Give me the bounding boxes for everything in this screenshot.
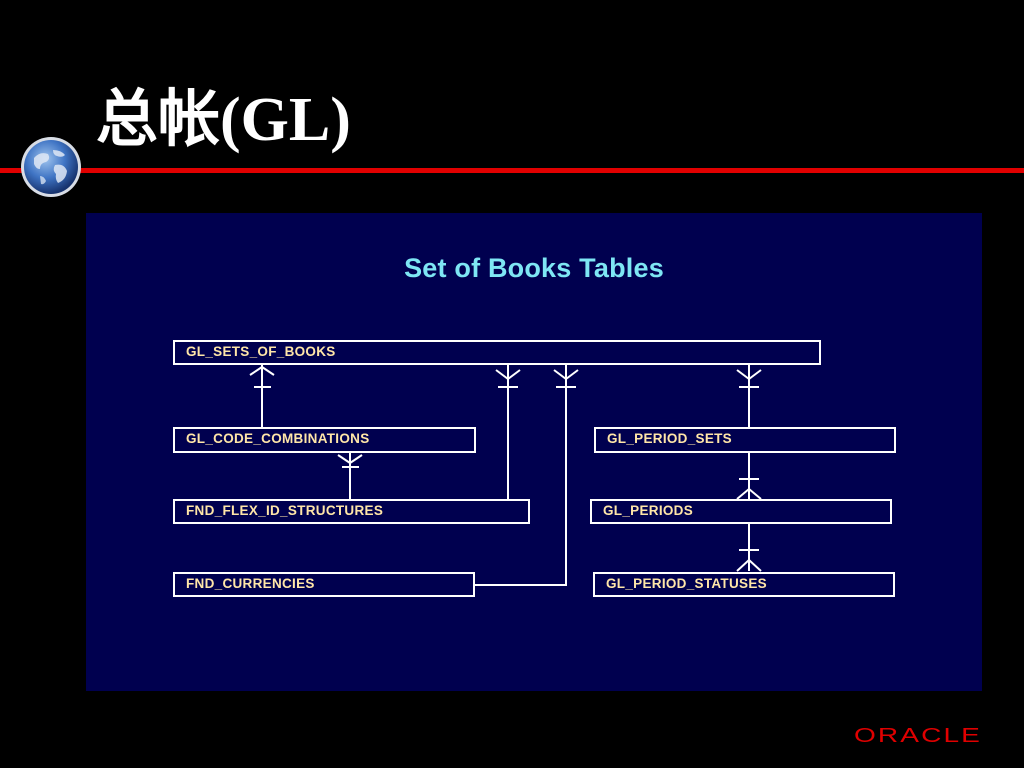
table-fnd-flex-id-structures: FND_FLEX_ID_STRUCTURES xyxy=(173,499,530,524)
table-gl-sets-of-books: GL_SETS_OF_BOOKS xyxy=(173,340,821,365)
rel-books-codecomb xyxy=(249,363,275,428)
relationship-lines xyxy=(249,363,762,586)
diagram-panel: Set of Books Tables xyxy=(86,213,982,691)
rel-periods-statuses xyxy=(736,523,762,572)
table-gl-code-combinations: GL_CODE_COMBINATIONS xyxy=(173,427,476,453)
rel-books-currencies xyxy=(473,363,579,586)
rel-codecomb-flex xyxy=(337,452,363,499)
table-gl-period-statuses: GL_PERIOD_STATUSES xyxy=(593,572,895,597)
globe-icon xyxy=(21,137,81,197)
rel-periodsets-periods xyxy=(736,452,762,500)
slide-title: 总帐(GL) xyxy=(96,86,351,154)
rel-books-periodsets xyxy=(736,363,762,428)
diagram-title: Set of Books Tables xyxy=(404,253,664,283)
title-divider xyxy=(0,168,1024,173)
oracle-logo-text: ORACLE xyxy=(854,725,982,747)
table-gl-periods: GL_PERIODS xyxy=(590,499,892,524)
oracle-logo: ORACLE xyxy=(854,725,982,747)
table-fnd-currencies: FND_CURRENCIES xyxy=(173,572,475,597)
table-gl-period-sets: GL_PERIOD_SETS xyxy=(594,427,896,453)
rel-books-flex xyxy=(495,363,521,499)
